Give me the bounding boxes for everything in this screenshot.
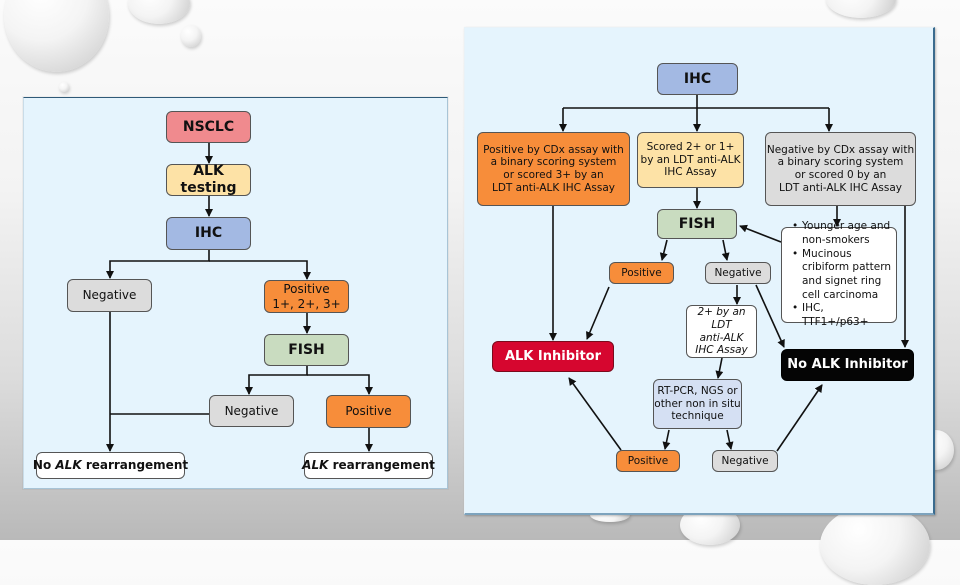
node-cdx-positive-line: LDT anti-ALK IHC Assay — [491, 181, 616, 194]
node-alk-rearrangement: ALK rearrangement — [302, 452, 435, 479]
node-ihc-positive-label: Positive — [283, 282, 330, 297]
node-cdx-negative: Negative by CDx assay with a binary scor… — [765, 132, 916, 206]
node-fish-positive-label: Positive — [345, 404, 392, 419]
clinical-feature-item: Younger age and non-smokers — [792, 220, 892, 247]
node-ldt-line: 2+ by an LDT — [697, 306, 746, 331]
node-scored-2-or-1: Scored 2+ or 1+ by an LDT anti-ALK IHC A… — [637, 132, 744, 188]
node-right-fish-label: FISH — [678, 215, 716, 232]
node-scored-line: Scored 2+ or 1+ — [646, 141, 735, 154]
node-ihc-negative-label: Negative — [82, 288, 137, 303]
node-final-positive: Positive — [616, 450, 680, 472]
node-right-fish: FISH — [657, 209, 737, 239]
clinical-feature-item: IHC, TTF1+/p63+ — [792, 302, 892, 329]
node-rtpcr-line: technique — [671, 410, 724, 423]
node-rtpcr-line: RT-PCR, NGS or — [657, 385, 738, 398]
node-right-fish-negative-label: Negative — [714, 266, 762, 279]
node-alk-testing: ALK testing — [166, 163, 251, 196]
node-alk-gene: ALK — [302, 458, 329, 473]
node-ldt-line: IHC Assay — [695, 344, 748, 357]
clinical-feature-item: Mucinous cribiform pattern and signet ri… — [792, 248, 892, 303]
node-alk-suffix: rearrangement — [332, 458, 435, 473]
node-cdx-positive-line: Positive by CDx assay with — [483, 143, 624, 156]
node-alk-inhibitor-label: ALK Inhibitor — [504, 348, 602, 364]
node-right-ihc-label: IHC — [683, 70, 712, 87]
node-final-negative-label: Negative — [721, 454, 769, 467]
water-drop-decoration — [4, 0, 109, 72]
water-drop-decoration — [59, 82, 69, 92]
node-fish-negative: Negative — [209, 395, 294, 427]
node-final-negative: Negative — [712, 450, 778, 472]
node-clinical-features: Younger age and non-smokers Mucinous cri… — [781, 220, 897, 328]
node-right-ihc: IHC — [657, 63, 738, 95]
node-no-alk-rearrangement: No ALK rearrangement — [32, 452, 189, 479]
node-ihc: IHC — [166, 217, 251, 250]
node-rtpcr-ngs: RT-PCR, NGS or other non in situ techniq… — [653, 379, 742, 429]
node-cdx-negative-line: a binary scoring system — [777, 156, 904, 169]
node-nsclc-label: NSCLC — [182, 118, 235, 135]
node-ldt-line: anti-ALK — [699, 331, 744, 344]
node-cdx-negative-line: or scored 0 by an — [794, 169, 887, 181]
water-drop-decoration — [826, 0, 896, 18]
node-ihc-positive-scores: 1+, 2+, 3+ — [272, 296, 341, 311]
node-fish-positive: Positive — [326, 395, 411, 428]
node-ihc-positive: Positive 1+, 2+, 3+ — [264, 280, 349, 313]
water-drop-decoration — [181, 25, 201, 47]
node-cdx-positive: Positive by CDx assay with a binary scor… — [477, 132, 630, 206]
clinical-features-list: Younger age and non-smokers Mucinous cri… — [788, 220, 892, 329]
node-no-alk-gene: ALK — [55, 458, 82, 473]
node-final-positive-label: Positive — [627, 454, 669, 467]
node-fish-label: FISH — [288, 341, 325, 358]
node-scored-line: IHC Assay — [664, 166, 717, 179]
node-right-fish-negative: Negative — [705, 262, 771, 284]
node-alk-inhibitor: ALK Inhibitor — [492, 341, 614, 372]
node-ihc-negative: Negative — [67, 279, 152, 312]
node-cdx-positive-line: a binary scoring system — [490, 156, 617, 169]
node-cdx-positive-line: or scored 3+ by an — [503, 169, 604, 181]
node-cdx-negative-line: LDT anti-ALK IHC Assay — [778, 181, 903, 194]
node-no-alk-inhibitor: No ALK Inhibitor — [781, 349, 914, 381]
node-scored-line: by an LDT anti-ALK — [640, 153, 741, 166]
node-rtpcr-line: other non in situ — [654, 397, 741, 410]
node-no-alk-prefix: No — [32, 458, 52, 473]
node-fish: FISH — [264, 334, 349, 366]
node-right-fish-positive: Positive — [609, 262, 674, 284]
node-alk-testing-label: ALK testing — [180, 163, 237, 196]
node-ldt-2plus: 2+ by an LDT anti-ALK IHC Assay — [686, 305, 757, 358]
node-no-alk-suffix: rearrangement — [85, 458, 189, 473]
water-drop-decoration — [820, 505, 930, 585]
node-fish-negative-label: Negative — [224, 403, 279, 418]
node-right-fish-positive-label: Positive — [621, 266, 662, 279]
node-ihc-label: IHC — [194, 225, 223, 242]
node-no-alk-inhibitor-label: No ALK Inhibitor — [787, 357, 908, 373]
node-cdx-negative-line: Negative by CDx assay with — [766, 143, 915, 156]
water-drop-decoration — [128, 0, 190, 24]
node-nsclc: NSCLC — [166, 111, 251, 143]
